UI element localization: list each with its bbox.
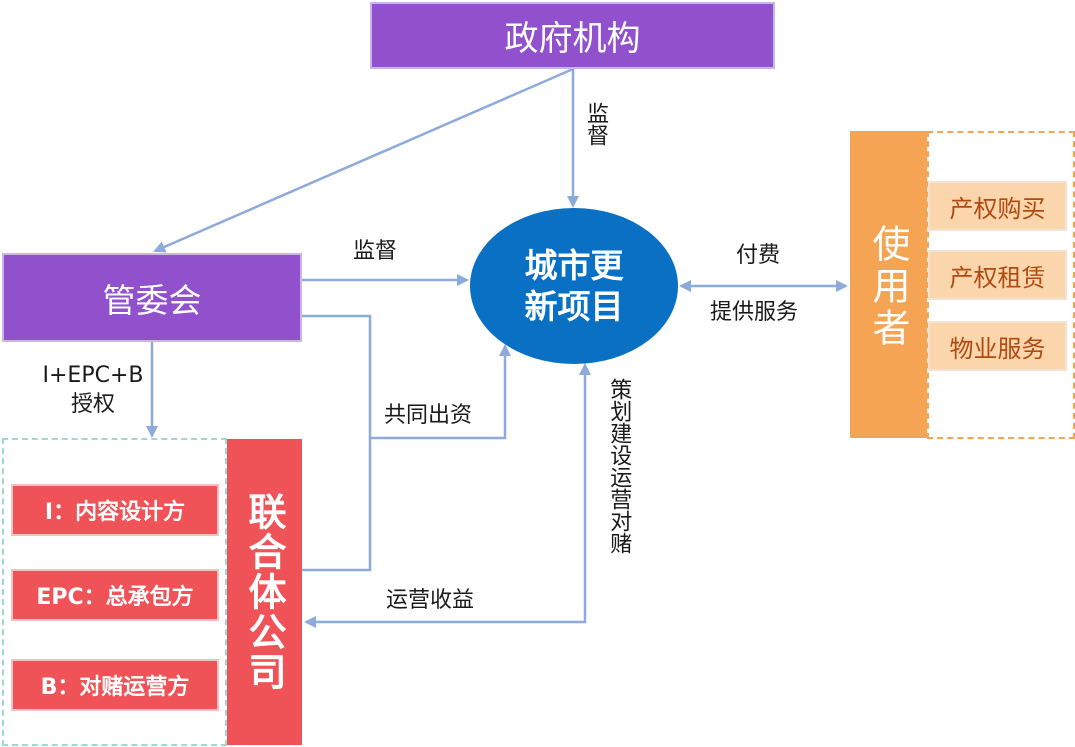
joint-venture-node: 联合体公司 <box>227 439 302 745</box>
label-authorize-line1: I+EPC+B <box>42 363 144 388</box>
service-property-purchase: 产权购买 <box>928 181 1067 231</box>
label-authorize-line2: 授权 <box>70 392 115 417</box>
label-provide-service: 提供服务 <box>710 300 799 325</box>
arrow-gov-to-committee <box>153 67 574 253</box>
label-co-invest: 共同出资 <box>384 403 473 428</box>
label-gov-supervise: 监督 <box>583 102 608 146</box>
role-operation: B：对赌运营方 <box>11 659 219 711</box>
label-operating-income: 运营收益 <box>386 588 475 613</box>
project-label: 城市更新项目 <box>524 245 624 326</box>
arrow-operating-income <box>304 363 591 628</box>
arrow-co-invest <box>302 314 372 572</box>
role-design: I：内容设计方 <box>11 484 219 536</box>
label-pay: 付费 <box>736 243 781 268</box>
service-property-lease: 产权租赁 <box>928 250 1067 300</box>
government-node: 政府机构 <box>370 2 775 69</box>
service-property-management: 物业服务 <box>928 321 1067 371</box>
label-committee-supervise: 监督 <box>353 239 398 264</box>
project-node: 城市更新项目 <box>470 208 678 364</box>
role-epc: EPC：总承包方 <box>11 569 219 621</box>
users-node: 使用者 <box>850 131 927 438</box>
label-plan-build-operate: 策划建设运营对赌 <box>606 378 632 554</box>
committee-node: 管委会 <box>2 253 302 342</box>
jv-roles-frame <box>2 438 227 746</box>
